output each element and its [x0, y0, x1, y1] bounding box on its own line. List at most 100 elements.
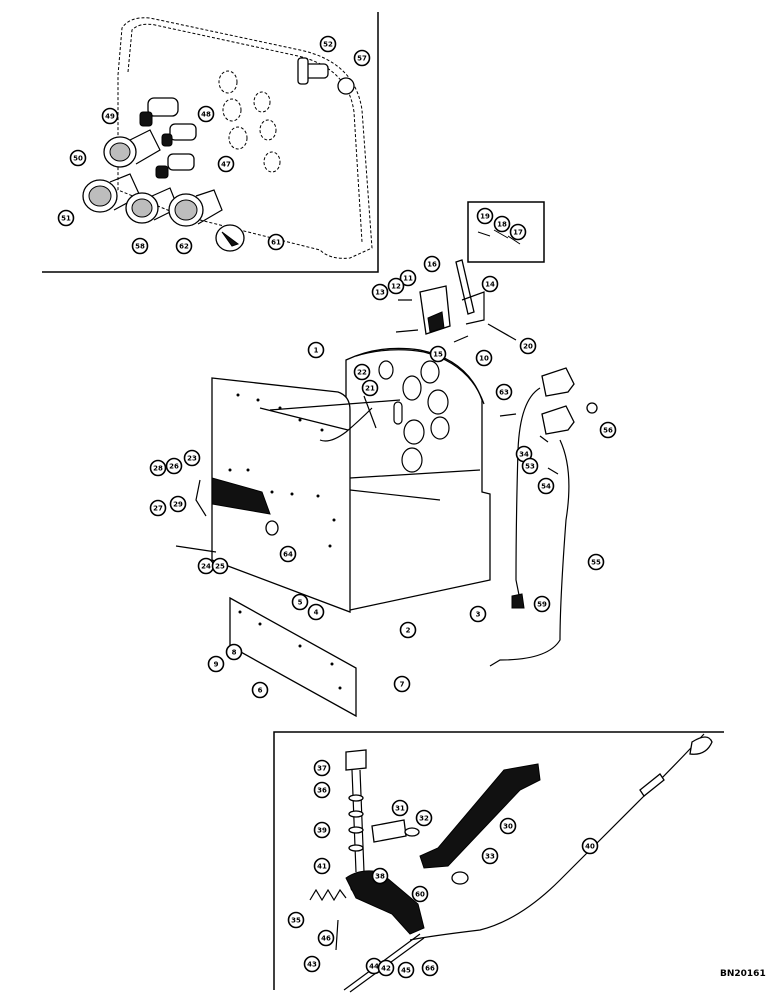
callout-40: 40 [581, 837, 599, 855]
callout-52: 52 [319, 35, 337, 53]
svg-text:13: 13 [375, 289, 385, 297]
svg-text:1: 1 [314, 347, 319, 355]
callout-41: 41 [313, 857, 331, 875]
callout-16: 16 [423, 255, 441, 273]
callout-22: 22 [353, 363, 371, 381]
callout-53: 53 [521, 457, 539, 475]
callout-2: 2 [399, 621, 417, 639]
callout-27: 27 [149, 499, 167, 517]
svg-text:50: 50 [73, 155, 83, 163]
callout-6: 6 [251, 681, 269, 699]
callout-21: 21 [361, 379, 379, 397]
svg-text:38: 38 [375, 873, 385, 881]
callout-55: 55 [587, 553, 605, 571]
svg-text:53: 53 [525, 463, 535, 471]
svg-text:43: 43 [307, 961, 317, 969]
callout-48: 48 [197, 105, 215, 123]
callout-5: 5 [291, 593, 309, 611]
callout-50: 50 [69, 149, 87, 167]
callout-13: 13 [371, 283, 389, 301]
svg-text:66: 66 [425, 965, 435, 973]
switch-49 [139, 97, 179, 127]
svg-text:9: 9 [214, 661, 219, 669]
svg-text:49: 49 [105, 113, 115, 121]
callout-46: 46 [317, 929, 335, 947]
callout-43: 43 [303, 955, 321, 973]
svg-text:19: 19 [480, 213, 490, 221]
svg-text:60: 60 [415, 891, 425, 899]
spring-detail-box [467, 201, 545, 263]
callout-37: 37 [313, 759, 331, 777]
panel-outline [117, 17, 373, 259]
svg-text:44: 44 [369, 963, 379, 971]
svg-text:34: 34 [519, 451, 529, 459]
bottom-plate [229, 596, 357, 718]
callout-14: 14 [481, 275, 499, 293]
svg-text:3: 3 [476, 611, 481, 619]
callout-4: 4 [307, 603, 325, 621]
switches-and-cable [489, 367, 598, 667]
callout-51: 51 [57, 209, 75, 227]
callout-39: 39 [313, 821, 331, 839]
callout-26: 26 [165, 457, 183, 475]
svg-text:12: 12 [391, 283, 401, 291]
callout-8: 8 [225, 643, 243, 661]
svg-text:42: 42 [381, 965, 391, 973]
svg-text:45: 45 [401, 967, 411, 975]
callout-59: 59 [533, 595, 551, 613]
svg-text:46: 46 [321, 935, 331, 943]
svg-text:48: 48 [201, 111, 211, 119]
svg-text:25: 25 [215, 563, 225, 571]
callout-7: 7 [393, 675, 411, 693]
callout-49: 49 [101, 107, 119, 125]
callout-38: 38 [371, 867, 389, 885]
svg-text:41: 41 [317, 863, 327, 871]
callout-3: 3 [469, 605, 487, 623]
svg-text:52: 52 [323, 41, 333, 49]
callout-61: 61 [267, 233, 285, 251]
callout-19: 19 [476, 207, 494, 225]
figure-reference: BN20161 [720, 969, 766, 979]
svg-text:56: 56 [603, 427, 613, 435]
svg-text:54: 54 [541, 483, 551, 491]
svg-text:40: 40 [585, 843, 595, 851]
svg-text:33: 33 [485, 853, 495, 861]
callout-64: 64 [279, 545, 297, 563]
svg-text:27: 27 [153, 505, 163, 513]
callout-57: 57 [353, 49, 371, 67]
callout-32: 32 [415, 809, 433, 827]
pedal-inset [273, 731, 724, 993]
gauge-50 [103, 129, 161, 168]
callout-24: 24 [197, 557, 215, 575]
svg-text:17: 17 [513, 229, 523, 237]
svg-text:37: 37 [317, 765, 327, 773]
side-panel [211, 377, 351, 613]
svg-text:20: 20 [523, 343, 533, 351]
callout-35: 35 [287, 911, 305, 929]
callout-66: 66 [421, 959, 439, 977]
svg-text:61: 61 [271, 239, 281, 247]
callout-20: 20 [519, 337, 537, 355]
callout-23: 23 [183, 449, 201, 467]
callout-9: 9 [207, 655, 225, 673]
svg-text:11: 11 [403, 275, 413, 283]
svg-text:31: 31 [395, 805, 405, 813]
callout-33: 33 [481, 847, 499, 865]
callout-31: 31 [391, 799, 409, 817]
callout-36: 36 [313, 781, 331, 799]
callout-56: 56 [599, 421, 617, 439]
callout-62: 62 [175, 237, 193, 255]
svg-text:36: 36 [317, 787, 327, 795]
svg-text:29: 29 [173, 501, 183, 509]
callout-25: 25 [211, 557, 229, 575]
callout-11: 11 [399, 269, 417, 287]
svg-text:64: 64 [283, 551, 293, 559]
callout-15: 15 [429, 345, 447, 363]
svg-text:47: 47 [221, 161, 231, 169]
gauge-58 [125, 187, 179, 224]
callout-29: 29 [169, 495, 187, 513]
svg-text:28: 28 [153, 465, 163, 473]
